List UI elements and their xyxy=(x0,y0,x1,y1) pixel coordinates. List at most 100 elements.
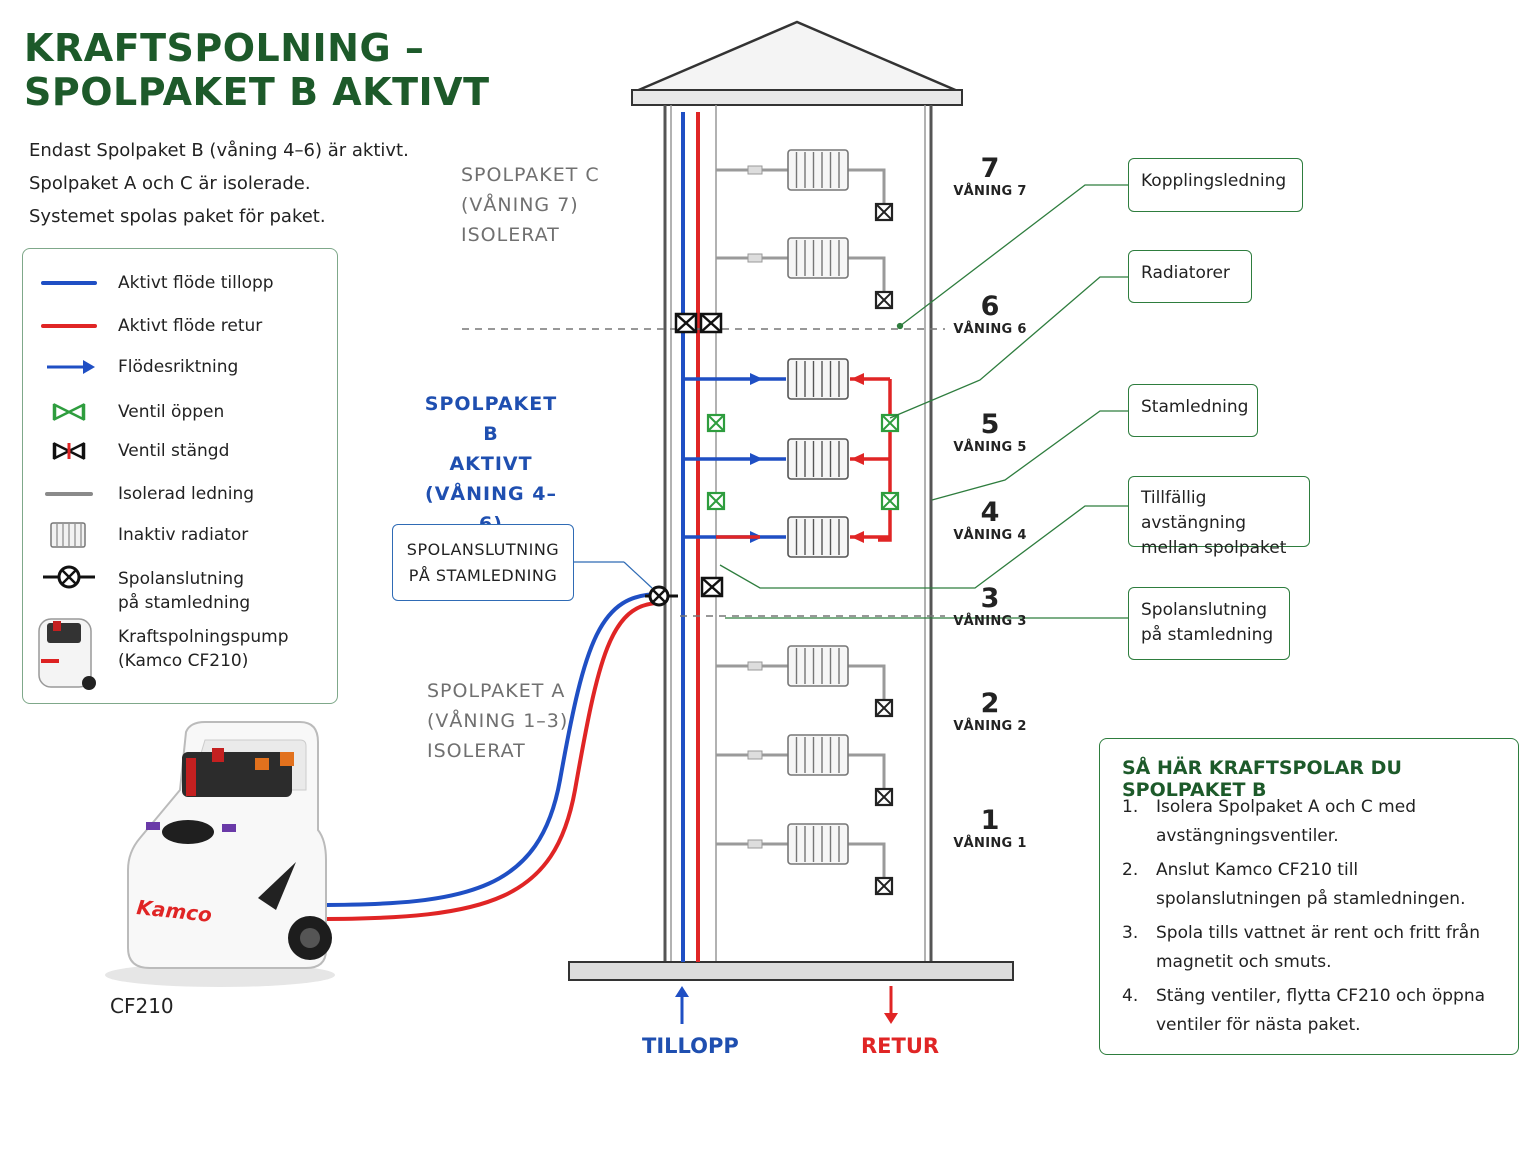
zone-c-line-3: ISOLERAT xyxy=(461,224,560,246)
floor-label: 7 VÅNING 7 xyxy=(950,153,1030,200)
return-collector xyxy=(716,379,892,542)
step-text: Anslut Kamco CF210 till spolanslutningen… xyxy=(1156,860,1466,909)
callout-radiatorer: Radiatorer xyxy=(1128,250,1252,303)
instruction-item: 3.Spola tills vattnet är rent och fritt … xyxy=(1122,919,1502,977)
active-pipes xyxy=(683,453,890,465)
floor-number: 7 xyxy=(980,153,1000,184)
radiator-icon xyxy=(787,823,849,865)
floor-number: 3 xyxy=(980,583,1000,614)
floor-label: 2 VÅNING 2 xyxy=(950,688,1030,735)
return-arrow-icon xyxy=(884,986,898,1024)
floor-label: 6 VÅNING 6 xyxy=(950,291,1030,338)
floor-number: 5 xyxy=(980,409,1000,440)
valve-closed-icon xyxy=(874,698,894,718)
radiator-icon xyxy=(787,516,849,558)
return-label: RETUR xyxy=(861,1034,940,1058)
floor-label: 1 VÅNING 1 xyxy=(950,805,1030,852)
zone-a-label: SPOLPAKET A (VÅNING 1–3) ISOLERAT xyxy=(427,676,568,766)
pump-brand: Kamco xyxy=(135,895,213,927)
grey-line-icon xyxy=(45,492,93,496)
isolated-pipe xyxy=(716,839,886,879)
intro-line: Endast Spolpaket B (våning 4–6) är aktiv… xyxy=(29,140,409,161)
floor-number: 2 xyxy=(980,688,1000,719)
valve-closed-icon xyxy=(700,576,724,598)
step-number: 4. xyxy=(1122,986,1139,1006)
floor-name: VÅNING 1 xyxy=(953,836,1027,851)
instruction-item: 4.Stäng ventiler, flytta CF210 och öppna… xyxy=(1122,982,1502,1040)
step-number: 1. xyxy=(1122,797,1139,817)
floor-number: 6 xyxy=(980,291,1000,322)
radiator-icon xyxy=(787,438,849,480)
zone-b-label: SPOLPAKET B AKTIVT (VÅNING 4–6) xyxy=(420,389,562,539)
zone-a-line-3: ISOLERAT xyxy=(427,740,526,762)
valve-open-icon xyxy=(880,413,900,433)
legend-item-pump: Kraftspolningspump (Kamco CF210) xyxy=(23,609,337,699)
title-line-2: SPOLPAKET B AKTIVT xyxy=(24,70,490,114)
roof xyxy=(631,20,963,106)
inactive-radiators xyxy=(716,149,894,896)
valve-open-icon xyxy=(880,491,900,511)
pump-icon xyxy=(38,618,96,690)
radiator-icon xyxy=(787,237,849,279)
red-line-icon xyxy=(41,324,97,328)
legend-label: Flödesriktning xyxy=(118,357,239,377)
valve-closed-icon xyxy=(674,312,698,334)
connector-line xyxy=(623,561,653,589)
pump-model-label: CF210 xyxy=(110,994,174,1018)
floor-label: 5 VÅNING 5 xyxy=(950,409,1030,456)
radiator-icon xyxy=(787,149,849,191)
isolated-pipe xyxy=(716,661,886,701)
legend-item-valve-closed: Ventil stängd xyxy=(23,431,337,471)
floor-label: 4 VÅNING 4 xyxy=(950,498,1030,544)
intro-text: Endast Spolpaket B (våning 4–6) är aktiv… xyxy=(29,134,409,233)
legend-label: Isolerad ledning xyxy=(118,484,255,504)
floor-name: VÅNING 6 xyxy=(953,322,1027,337)
instruction-item: 1. Isolera Spolpaket A och C med avstängn… xyxy=(1122,793,1502,851)
legend-item-return: Aktivt flöde retur xyxy=(23,306,337,346)
instructions-panel: SÅ HÄR KRAFTSPOLAR DU SPOLPAKET B 1. Isol… xyxy=(1099,738,1519,1055)
page-title: KRAFTSPOLNING – SPOLPAKET B AKTIVT xyxy=(24,26,490,114)
valve-closed-icon xyxy=(699,312,723,334)
active-radiators xyxy=(683,358,900,558)
radiator-icon xyxy=(787,645,849,687)
instruction-item: 2. Anslut Kamco CF210 till spolanslutning… xyxy=(1122,856,1502,914)
legend-label: Spolanslutning på stamledning xyxy=(118,569,251,613)
blue-line-icon xyxy=(41,281,97,285)
callout-leaders xyxy=(719,184,1128,619)
flush-box-line-2: PÅ STAMLEDNING xyxy=(408,566,558,585)
title-line-1: KRAFTSPOLNING – xyxy=(24,26,425,70)
radiator-icon xyxy=(787,358,849,400)
active-pipes xyxy=(683,531,890,543)
legend-item-connection: Spolanslutning på stamledning xyxy=(23,559,337,613)
valve-open-icon xyxy=(706,491,726,511)
floor-name: VÅNING 3 xyxy=(953,614,1027,629)
isolated-pipe xyxy=(716,750,886,790)
valve-closed-icon xyxy=(874,787,894,807)
floor-number: 1 xyxy=(980,805,1000,836)
legend: Aktivt flöde tillopp Aktivt flöde retur … xyxy=(22,248,338,704)
callout-tillfallig-avstangning: Tillfällig avstängning mellan spolpaket xyxy=(1128,476,1310,558)
flow-arrow-icon xyxy=(47,360,95,374)
valve-closed-icon xyxy=(874,202,894,222)
flush-connection-icon xyxy=(645,585,678,607)
callout-spolanslutning: Spolanslutning på stamledning xyxy=(1128,587,1290,660)
zone-c-label: SPOLPAKET C (VÅNING 7) ISOLERAT xyxy=(461,160,600,250)
intro-line: Systemet spolas paket för paket. xyxy=(29,206,326,227)
step-number: 2. xyxy=(1122,860,1139,880)
flush-connection-box: SPOLANSLUTNING PÅ STAMLEDNING xyxy=(392,524,574,601)
flush-box-line-1: SPOLANSLUTNING xyxy=(406,540,560,559)
isolated-pipe xyxy=(716,165,886,205)
legend-item-flow: Flödesriktning xyxy=(23,347,337,387)
valve-closed-icon xyxy=(874,290,894,310)
instructions-heading: SÅ HÄR KRAFTSPOLAR DU SPOLPAKET B xyxy=(1122,757,1402,801)
legend-label: Aktivt flöde retur xyxy=(118,316,263,336)
legend-label: Ventil öppen xyxy=(118,402,225,422)
legend-label: Inaktiv radiator xyxy=(118,525,249,545)
building-walls xyxy=(663,105,933,962)
isolated-pipe xyxy=(716,253,886,293)
supply-arrow-icon xyxy=(675,986,689,1024)
step-text: Isolera Spolpaket A och C med avstängnin… xyxy=(1156,797,1416,846)
floor-label: 3 VÅNING 3 xyxy=(950,583,1030,630)
floor-name: VÅNING 5 xyxy=(953,440,1027,455)
valve-closed-icon xyxy=(52,441,86,461)
